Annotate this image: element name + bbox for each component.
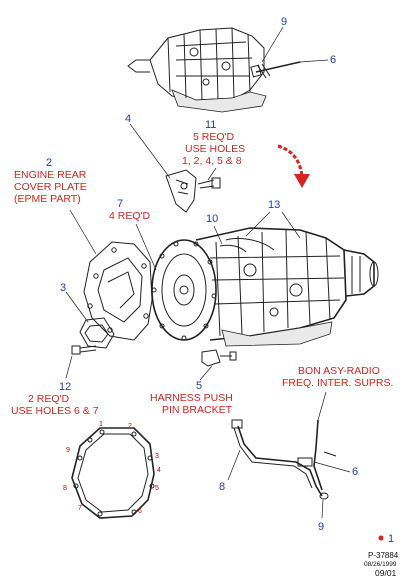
callout-number-12: 12 (59, 381, 71, 393)
hole-number-1: 1 (99, 421, 103, 428)
hole-number-6: 6 (138, 508, 142, 515)
bolt-part-11 (197, 167, 221, 189)
transmission-main (151, 227, 379, 347)
footer-date: 08/26/1999 (364, 561, 397, 568)
hole-number-9: 9 (66, 447, 70, 454)
hole-number-8: 8 (63, 485, 67, 492)
gasket-part-3 (79, 317, 115, 349)
footer-reference: P-37884 08/26/1999 09/01 (364, 551, 399, 578)
callout-9-bottom: 9 (318, 499, 324, 533)
callout-number-6-top: 6 (330, 54, 336, 66)
hole-number-4: 4 (157, 467, 161, 474)
callout-3: 3 (60, 282, 89, 323)
callout-11: 11 5 REQ'D USE HOLES 1, 2, 4, 5 & 8 (182, 119, 245, 167)
callout-number-8: 8 (219, 481, 225, 493)
callout-12-line1: 2 REQ'D (28, 393, 70, 405)
callout-6-top: 6 (299, 54, 336, 66)
bon-line1: BON ASY-RADIO (298, 365, 380, 377)
callout-8: 8 (219, 449, 241, 493)
callout-11-line1: 5 REQ'D (193, 131, 235, 143)
callout-2-line3: (EPME PART) (14, 193, 81, 205)
callout-2-line1: ENGINE REAR (14, 169, 87, 181)
callout-5-line2: PIN BRACKET (162, 404, 233, 416)
dipstick-tube-bottom (231, 419, 337, 500)
callout-number-9-bottom: 9 (318, 521, 324, 533)
callout-5: 5 HARNESS PUSH PIN BRACKET (150, 380, 233, 416)
bolt-part-12 (65, 345, 97, 379)
callout-13: 13 (245, 199, 301, 239)
callout-2-line2: COVER PLATE (14, 181, 87, 193)
callout-number-11: 11 (205, 119, 216, 131)
callout-number-3: 3 (60, 282, 66, 294)
hole-number-5: 5 (155, 485, 159, 492)
gasket-hole-diagram: 1 2 3 4 5 6 7 8 9 (63, 421, 161, 519)
callout-10: 10 (206, 213, 223, 245)
callout-number-7: 7 (117, 198, 123, 210)
callout-number-6-bottom: 6 (352, 466, 358, 478)
footer-ref: P-37884 (368, 551, 399, 560)
bell-bolt-holes (151, 241, 217, 341)
transmission-top-view (127, 27, 267, 113)
callout-9-top: 9 (261, 16, 287, 63)
hole-number-2: 2 (128, 423, 132, 430)
callout-number-10: 10 (206, 213, 218, 225)
callout-11-line2: USE HOLES (185, 143, 245, 155)
callout-6-bottom: 6 (313, 461, 358, 478)
callout-bon: BON ASY-RADIO FREQ. INTER. SUPRS. (282, 365, 393, 421)
callout-number-9-top: 9 (281, 16, 287, 28)
bon-line2: FREQ. INTER. SUPRS. (282, 377, 393, 389)
bracket-part-4 (165, 169, 197, 213)
callout-4: 4 (125, 113, 171, 179)
hole-number-3: 3 (155, 453, 159, 460)
callout-5-line1: HARNESS PUSH (150, 392, 233, 404)
callout-11-line3: 1, 2, 4, 5 & 8 (182, 155, 242, 167)
callout-12-line2: USE HOLES 6 & 7 (11, 405, 99, 417)
callout-number-4: 4 (125, 113, 131, 125)
callout-1: 1 (378, 533, 394, 545)
callout-12: 12 2 REQ'D USE HOLES 6 & 7 (11, 381, 99, 417)
footer-rev: 09/01 (375, 568, 397, 578)
callout-number-5: 5 (196, 380, 202, 392)
harness-push-pin-bracket (199, 349, 237, 381)
dipstick-tube-top (250, 61, 301, 79)
callout-number-13: 13 (268, 199, 280, 211)
callout-7-line1: 4 REQ'D (109, 210, 151, 222)
callout-number-2: 2 (46, 157, 52, 169)
hole-number-7: 7 (78, 505, 82, 512)
direction-arrow (277, 144, 310, 188)
callout-7: 7 4 REQ'D (109, 198, 157, 271)
callout-2: 2 ENGINE REAR COVER PLATE (EPME PART) (14, 157, 97, 255)
callout-number-1: 1 (388, 533, 394, 545)
engine-rear-cover-plate (83, 241, 153, 341)
